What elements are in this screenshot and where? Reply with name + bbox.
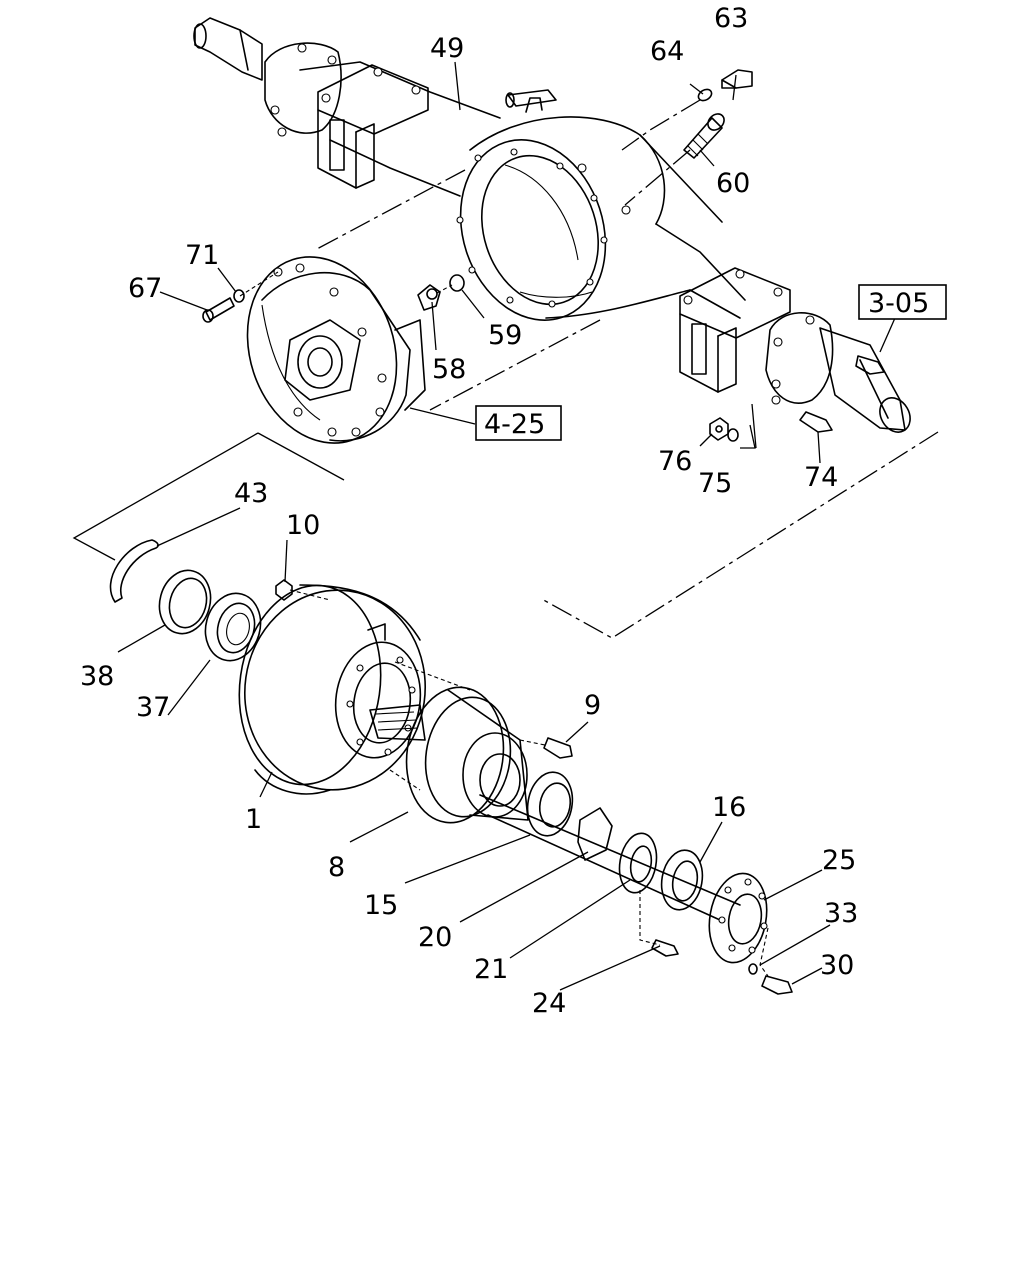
oil-seal-part-38 bbox=[158, 569, 212, 635]
callout-10: 10 bbox=[286, 510, 320, 541]
callout-43: 43 bbox=[234, 478, 268, 509]
washer-part-75 bbox=[727, 428, 739, 442]
callout-8: 8 bbox=[328, 852, 345, 883]
snap-ring-part-43 bbox=[109, 539, 159, 603]
callout-38: 38 bbox=[80, 661, 114, 692]
ref-label-3-05: 3-05 bbox=[868, 288, 929, 319]
axle-shaft bbox=[479, 794, 741, 921]
reference-box-4-25[interactable]: 4-25 bbox=[475, 405, 562, 441]
callout-59: 59 bbox=[488, 320, 522, 351]
callout-76: 76 bbox=[658, 446, 692, 477]
callout-24: 24 bbox=[532, 988, 566, 1019]
callout-25: 25 bbox=[822, 845, 856, 876]
brake-drum-part-1 bbox=[238, 584, 427, 795]
callout-74: 74 bbox=[804, 462, 838, 493]
bolt-part-74 bbox=[799, 411, 833, 433]
callout-30: 30 bbox=[820, 950, 854, 981]
callout-37: 37 bbox=[136, 692, 170, 723]
ref-label-4-25: 4-25 bbox=[484, 409, 545, 440]
washer-part-33 bbox=[748, 963, 758, 975]
callout-33: 33 bbox=[824, 898, 858, 929]
callout-64: 64 bbox=[650, 36, 684, 67]
nut-part-76 bbox=[709, 417, 729, 441]
callout-15: 15 bbox=[364, 890, 398, 921]
callout-75: 75 bbox=[698, 468, 732, 499]
bolt-part-67 bbox=[202, 297, 235, 323]
assembly-lines bbox=[72, 99, 939, 977]
callout-20: 20 bbox=[418, 922, 452, 953]
washer-part-71 bbox=[233, 289, 245, 303]
callout-49: 49 bbox=[430, 33, 464, 64]
bolt-part-9 bbox=[543, 737, 573, 759]
breather-plug-part-60 bbox=[683, 113, 725, 159]
callout-9: 9 bbox=[584, 690, 601, 721]
differential-carrier bbox=[246, 256, 426, 444]
drain-plug-part-58 bbox=[417, 284, 441, 311]
reference-box-3-05[interactable]: 3-05 bbox=[858, 284, 947, 320]
bolt-part-30 bbox=[761, 975, 793, 995]
bolt-part-24 bbox=[651, 939, 679, 957]
o-ring-part-64 bbox=[697, 88, 713, 102]
plug-bolt-part-63 bbox=[721, 69, 753, 89]
callout-60: 60 bbox=[716, 168, 750, 199]
leader-lines bbox=[117, 61, 896, 991]
wheel-hub-part-8 bbox=[369, 686, 529, 824]
gasket-part-59 bbox=[449, 274, 465, 292]
callout-71: 71 bbox=[185, 240, 219, 271]
callout-labels: 63 64 49 60 71 67 59 58 76 75 74 43 10 3… bbox=[80, 3, 858, 1019]
axle-flange-part-25 bbox=[708, 872, 768, 964]
seal-part-16 bbox=[660, 849, 704, 911]
callout-58: 58 bbox=[432, 354, 466, 385]
lock-nut-part-21 bbox=[618, 832, 658, 894]
bolt-near-3-05 bbox=[855, 355, 885, 375]
callout-16: 16 bbox=[712, 792, 746, 823]
callout-1: 1 bbox=[245, 804, 262, 835]
callout-21: 21 bbox=[474, 954, 508, 985]
axle-housing bbox=[193, 17, 911, 433]
callout-67: 67 bbox=[128, 273, 162, 304]
lock-washer-part-20 bbox=[577, 807, 613, 861]
nut-part-10 bbox=[275, 579, 293, 601]
callout-63: 63 bbox=[714, 3, 748, 34]
bearing-part-15 bbox=[526, 771, 574, 837]
